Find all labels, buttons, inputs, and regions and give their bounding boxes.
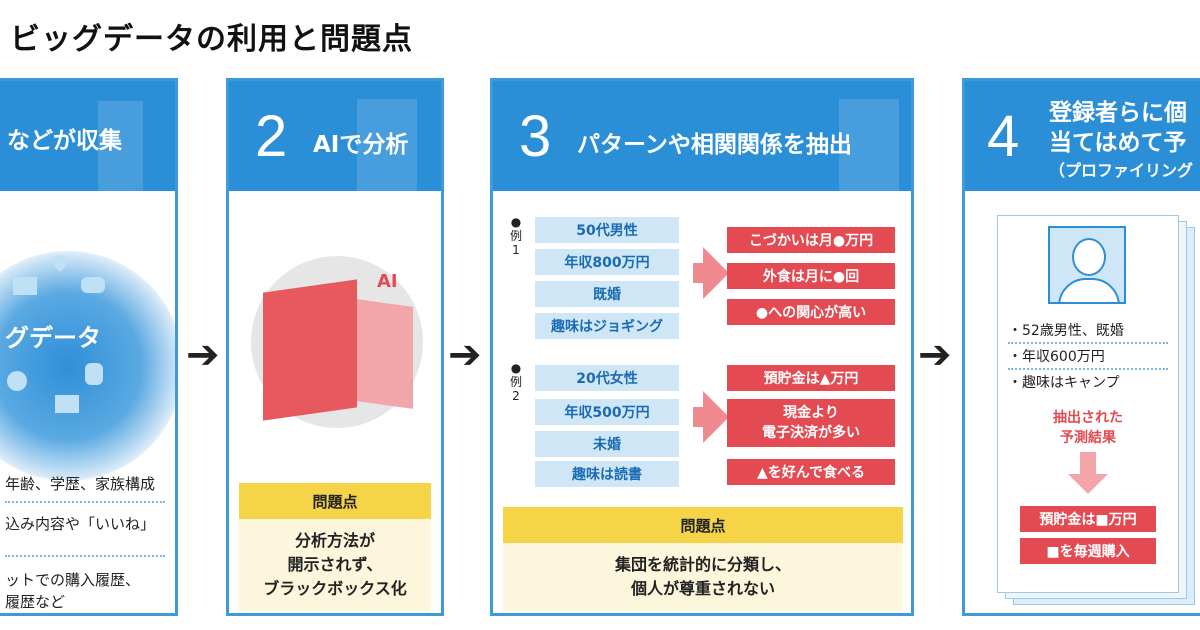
- example-2-input-2: 年収500万円: [535, 399, 679, 425]
- family-icon: [85, 363, 103, 385]
- panel-step-3: 3 パターンや相関関係を抽出 ● 例 1 50代男性 年収800万円 既婚 趣味…: [490, 78, 914, 616]
- phone-icon: [81, 277, 105, 293]
- example-1-word: 例: [509, 229, 522, 243]
- step-number-2: 2: [255, 104, 288, 169]
- server-building-icon: [263, 279, 357, 421]
- example-1-input-2: 年収800万円: [535, 249, 679, 275]
- example-1-number: 1: [512, 243, 520, 257]
- profile-line-3: ・趣味はキャンプ: [1008, 375, 1120, 391]
- flow-arrow-2: ➔: [448, 332, 482, 378]
- house-icon: [55, 395, 79, 413]
- panel-1-item-4: 履歴など: [5, 593, 66, 611]
- profile-line-1: ・52歳男性、既婚: [1008, 323, 1124, 339]
- example-2-number: 2: [512, 389, 520, 403]
- result-label: 抽出された 予測結果: [998, 408, 1178, 448]
- example-1-label: ● 例 1: [509, 215, 523, 257]
- example-2-input-4: 趣味は読書: [535, 461, 679, 487]
- page-title: ビッグデータの利用と問題点: [10, 22, 413, 57]
- server-building-side: [357, 299, 413, 409]
- panel-3-problem-body: 集団を統計的に分類し、 個人が尊重されない: [503, 543, 903, 611]
- panel-step-1: などが収集 グデータ 年齢、学歴、家族構成 込み内容や「いいね」 ットでの購入履…: [0, 78, 178, 616]
- panel-step-4: 4 登録者らに個 当てはめて予 （プロファイリング ・52歳男性、既婚 ・年収6…: [962, 78, 1200, 616]
- example-1-input-3: 既婚: [535, 281, 679, 307]
- example-2-input-3: 未婚: [535, 431, 679, 457]
- panel-1-header-text: などが収集: [7, 128, 122, 154]
- panel-4-header-line-2: 当てはめて予: [1049, 130, 1187, 156]
- panel-3-header-text: パターンや相関関係を抽出: [577, 132, 852, 158]
- profile-card: ・52歳男性、既婚 ・年収600万円 ・趣味はキャンプ 抽出された 予測結果 預…: [997, 215, 1179, 593]
- example-2-output-2: 現金より 電子決済が多い: [727, 399, 895, 447]
- step-number-4: 4: [987, 104, 1020, 169]
- example-2-arrow-stem: [693, 407, 705, 427]
- building-icon: [13, 277, 37, 295]
- example-1-output-3: ●への関心が高い: [727, 299, 895, 325]
- panel-1-item-3: ットでの購入履歴、: [5, 571, 141, 589]
- panel-2-problem-body: 分析方法が 開示されず、 ブラックボックス化: [239, 519, 431, 611]
- panel-1-item-1: 年齢、学歴、家族構成: [5, 475, 156, 493]
- result-1: 預貯金は■万円: [1020, 506, 1156, 532]
- panel-4-header-line-3: （プロファイリング: [1049, 161, 1194, 180]
- step-number-3: 3: [519, 104, 552, 169]
- result-down-arrow-icon: [1068, 474, 1108, 494]
- result-label-line-1: 抽出された: [1053, 410, 1123, 426]
- person-avatar-icon: [1048, 226, 1126, 304]
- example-2-arrow-icon: [703, 391, 729, 443]
- flow-arrow-1: ➔: [186, 332, 220, 378]
- result-down-arrow-stem: [1080, 452, 1096, 476]
- flow-arrow-3: ➔: [918, 332, 952, 378]
- result-label-line-2: 予測結果: [1060, 430, 1116, 446]
- panel-3-problem-line-1: 集団を統計的に分類し、: [614, 555, 791, 574]
- panel-2-problem-line-2: 開示されず、: [287, 555, 383, 574]
- panel-1-item-2: 込み内容や「いいね」: [5, 515, 156, 533]
- panel-4-header-line-1: 登録者らに個: [1049, 100, 1187, 126]
- example-1-input-1: 50代男性: [535, 217, 679, 243]
- example-2-output-2-line-2: 電子決済が多い: [762, 425, 860, 441]
- panel-4-header: 4 登録者らに個 当てはめて予 （プロファイリング: [965, 81, 1200, 191]
- example-2-word: 例: [509, 375, 522, 389]
- example-2-output-3: ▲を好んで食べる: [727, 459, 895, 485]
- example-2-output-1: 預貯金は▲万円: [727, 365, 895, 391]
- panel-3-header: 3 パターンや相関関係を抽出: [493, 81, 911, 191]
- result-2: ■を毎週購入: [1020, 538, 1156, 564]
- example-1-arrow-icon: [703, 247, 729, 299]
- panel-2-problem-title: 問題点: [239, 483, 431, 519]
- example-2-bullet: ●: [510, 361, 522, 375]
- coins-icon: [7, 371, 27, 391]
- example-2-output-2-line-1: 現金より: [783, 405, 839, 421]
- panel-1-header: などが収集: [0, 81, 175, 191]
- example-1-bullet: ●: [510, 215, 522, 229]
- bigdata-label: グデータ: [5, 324, 101, 352]
- ai-label: AI: [377, 271, 398, 292]
- panel-3-problem-line-2: 個人が尊重されない: [630, 579, 775, 598]
- panel-2-problem-line-1: 分析方法が: [294, 531, 375, 550]
- panel-3-problem-title: 問題点: [503, 507, 903, 543]
- profile-line-2: ・年収600万円: [1008, 349, 1105, 365]
- panel-2-header: 2 AIで分析: [229, 81, 441, 191]
- panel-2-problem-line-3: ブラックボックス化: [263, 579, 407, 598]
- example-1-input-4: 趣味はジョギング: [535, 313, 679, 339]
- example-1-output-2: 外食は月に●回: [727, 263, 895, 289]
- panel-2-header-text: AIで分析: [313, 132, 409, 158]
- example-1-arrow-stem: [693, 263, 705, 283]
- example-2-input-1: 20代女性: [535, 365, 679, 391]
- panel-step-2: 2 AIで分析 AI 問題点 分析方法が 開示されず、 ブラックボックス化: [226, 78, 444, 616]
- example-2-label: ● 例 2: [509, 361, 523, 403]
- example-1-output-1: こづかいは月●万円: [727, 227, 895, 253]
